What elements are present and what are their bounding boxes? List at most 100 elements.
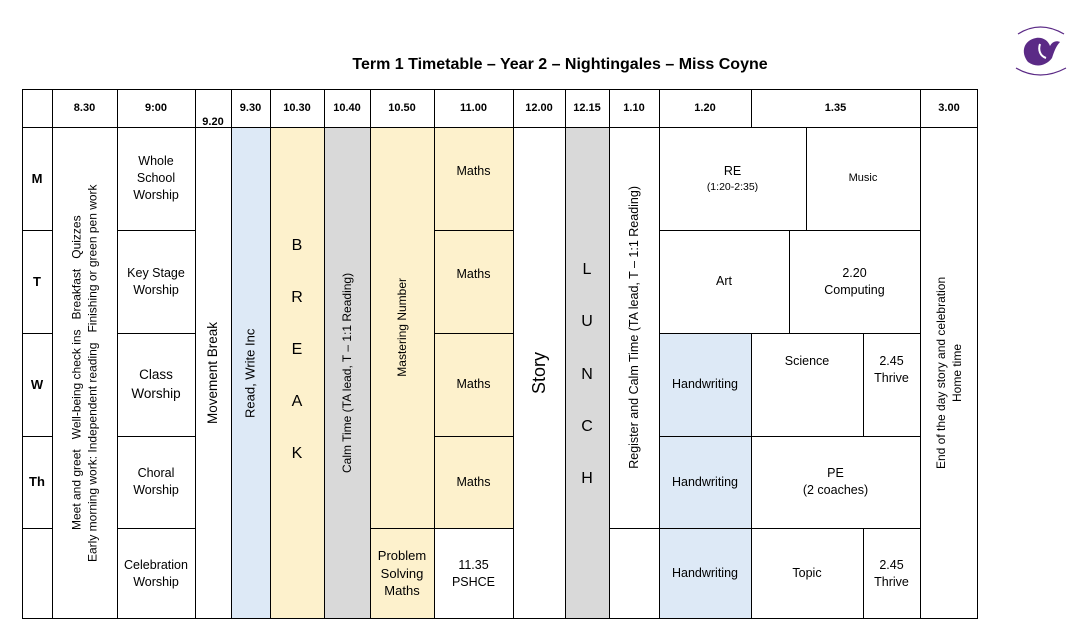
read-write-inc: Read, Write Inc [231,127,270,619]
break-letter: K [291,445,303,462]
register-cell: Register and Calm Time (TA lead, T – 1:1… [609,127,659,528]
end-of-day-cell: End of the day story and celebration Hom… [920,127,978,619]
grid-line [434,333,513,334]
end-of-day-line1: End of the day story and celebration [933,276,948,470]
grid-line [565,89,566,619]
grid-line [977,89,978,619]
re-time: (1:20-2:35) [706,180,759,193]
pe-note: (2 coaches) [802,483,869,497]
page-title: Term 1 Timetable – Year 2 – Nightingales… [352,56,768,73]
worship-thursday: Choral Worship [133,466,179,497]
grid-line [117,89,118,619]
grid-line [195,89,196,619]
thrive-wed: Thrive [874,370,909,385]
music: Music [848,172,878,185]
day-monday: M [31,170,43,186]
break-letter: R [291,289,303,306]
early-morning-cell: Meet and greet Well-being check ins Brea… [52,127,117,619]
pshce: 11.35 PSHCE [451,557,496,589]
thrive-wed-cell: 2.45 Thrive [863,333,920,436]
worship-wednesday: Class Worship [131,367,181,401]
header-1030: 10.30 [283,101,311,114]
grid-line [370,89,371,619]
grid-line [52,89,53,619]
header-930: 9.30 [239,101,262,114]
header-1100: 11.00 [460,101,487,114]
lunch-letter: H [581,470,593,487]
register-calm-time: Register and Calm Time (TA lead, T – 1:1… [626,186,641,469]
end-of-day-line2: Home time [950,344,964,403]
grid-line [751,333,752,619]
grid-line [609,89,610,619]
handwriting-wednesday: Handwriting [659,333,751,436]
grid-line [22,618,978,619]
timetable-grid: 8.30 9:00 9.20 9.30 10.30 10.40 10.50 11… [22,89,978,619]
problem-solving-maths: Problem Solving Maths [370,528,434,619]
mastering-number: Mastering Number [394,278,409,377]
header-1050: 10.50 [388,101,416,114]
early-morning-line2: Early morning work: Independent reading … [85,184,100,562]
grid-line [117,230,195,231]
computing-cell: 2.20 Computing [789,230,920,333]
grid-line [659,436,920,437]
header-1335: 1.35 [824,101,847,114]
re-label: RE [723,163,742,178]
lunch-letter: N [581,366,593,383]
grid-line [117,436,195,437]
header-1500: 3.00 [938,101,960,114]
computing: Computing [824,282,885,297]
header-900: 9:00 [144,101,168,114]
break-letter: B [291,237,303,254]
grid-line [920,89,921,619]
school-logo [1015,26,1067,76]
science: Science [784,354,830,368]
worship-monday: Whole School Worship [133,154,179,202]
header-830: 8.30 [73,101,96,114]
maths-tuesday: Maths [434,230,513,333]
grid-line [609,528,920,529]
grid-line [22,333,52,334]
calm-time: Calm Time (TA lead, T – 1:1 Reading) [324,127,370,619]
grid-line [117,528,195,529]
grid-line [270,89,271,619]
topic: Topic [792,566,822,581]
maths-monday: Maths [434,127,513,230]
break-letter: A [291,393,303,410]
grid-line [22,436,52,437]
lunch-column [565,127,609,619]
thrive-wed-time: 2.45 [879,354,904,368]
grid-line [434,436,513,437]
handwriting-thursday: Handwriting [659,436,751,528]
computing-time: 2.20 [842,265,867,280]
header-1040: 10.40 [333,101,361,114]
movement-break: Movement Break [204,321,220,425]
header-1320: 1.20 [694,101,716,114]
thrive-fri-cell: 2.45 Thrive [863,528,920,619]
maths-thursday: Maths [434,436,513,528]
early-morning-line1: Meet and greet Well-being check ins Brea… [69,215,84,531]
grid-line [22,127,978,128]
day-wednesday: W [30,376,44,392]
grid-line [789,230,790,333]
story: Story [528,352,549,395]
re-cell: RE (1:20-2:35) [659,127,806,230]
header-1200: 12.00 [525,101,553,114]
grid-line [659,89,660,619]
grid-line [22,528,52,529]
day-thursday: Th [29,474,45,490]
thrive-fri: Thrive [874,574,909,589]
grid-line [434,89,435,619]
header-920: 9.20 [202,115,224,128]
grid-line [231,89,232,619]
grid-line [659,333,920,334]
grid-line [863,528,864,619]
lunch-letter: U [581,313,593,330]
grid-line [751,89,752,127]
header-1215: 12.15 [573,101,601,114]
grid-line [370,528,513,529]
header-1310: 1.10 [623,101,645,114]
lunch-letter: C [581,418,593,435]
grid-line [22,89,978,90]
day-tuesday: T [33,273,41,289]
break-column [270,127,324,619]
